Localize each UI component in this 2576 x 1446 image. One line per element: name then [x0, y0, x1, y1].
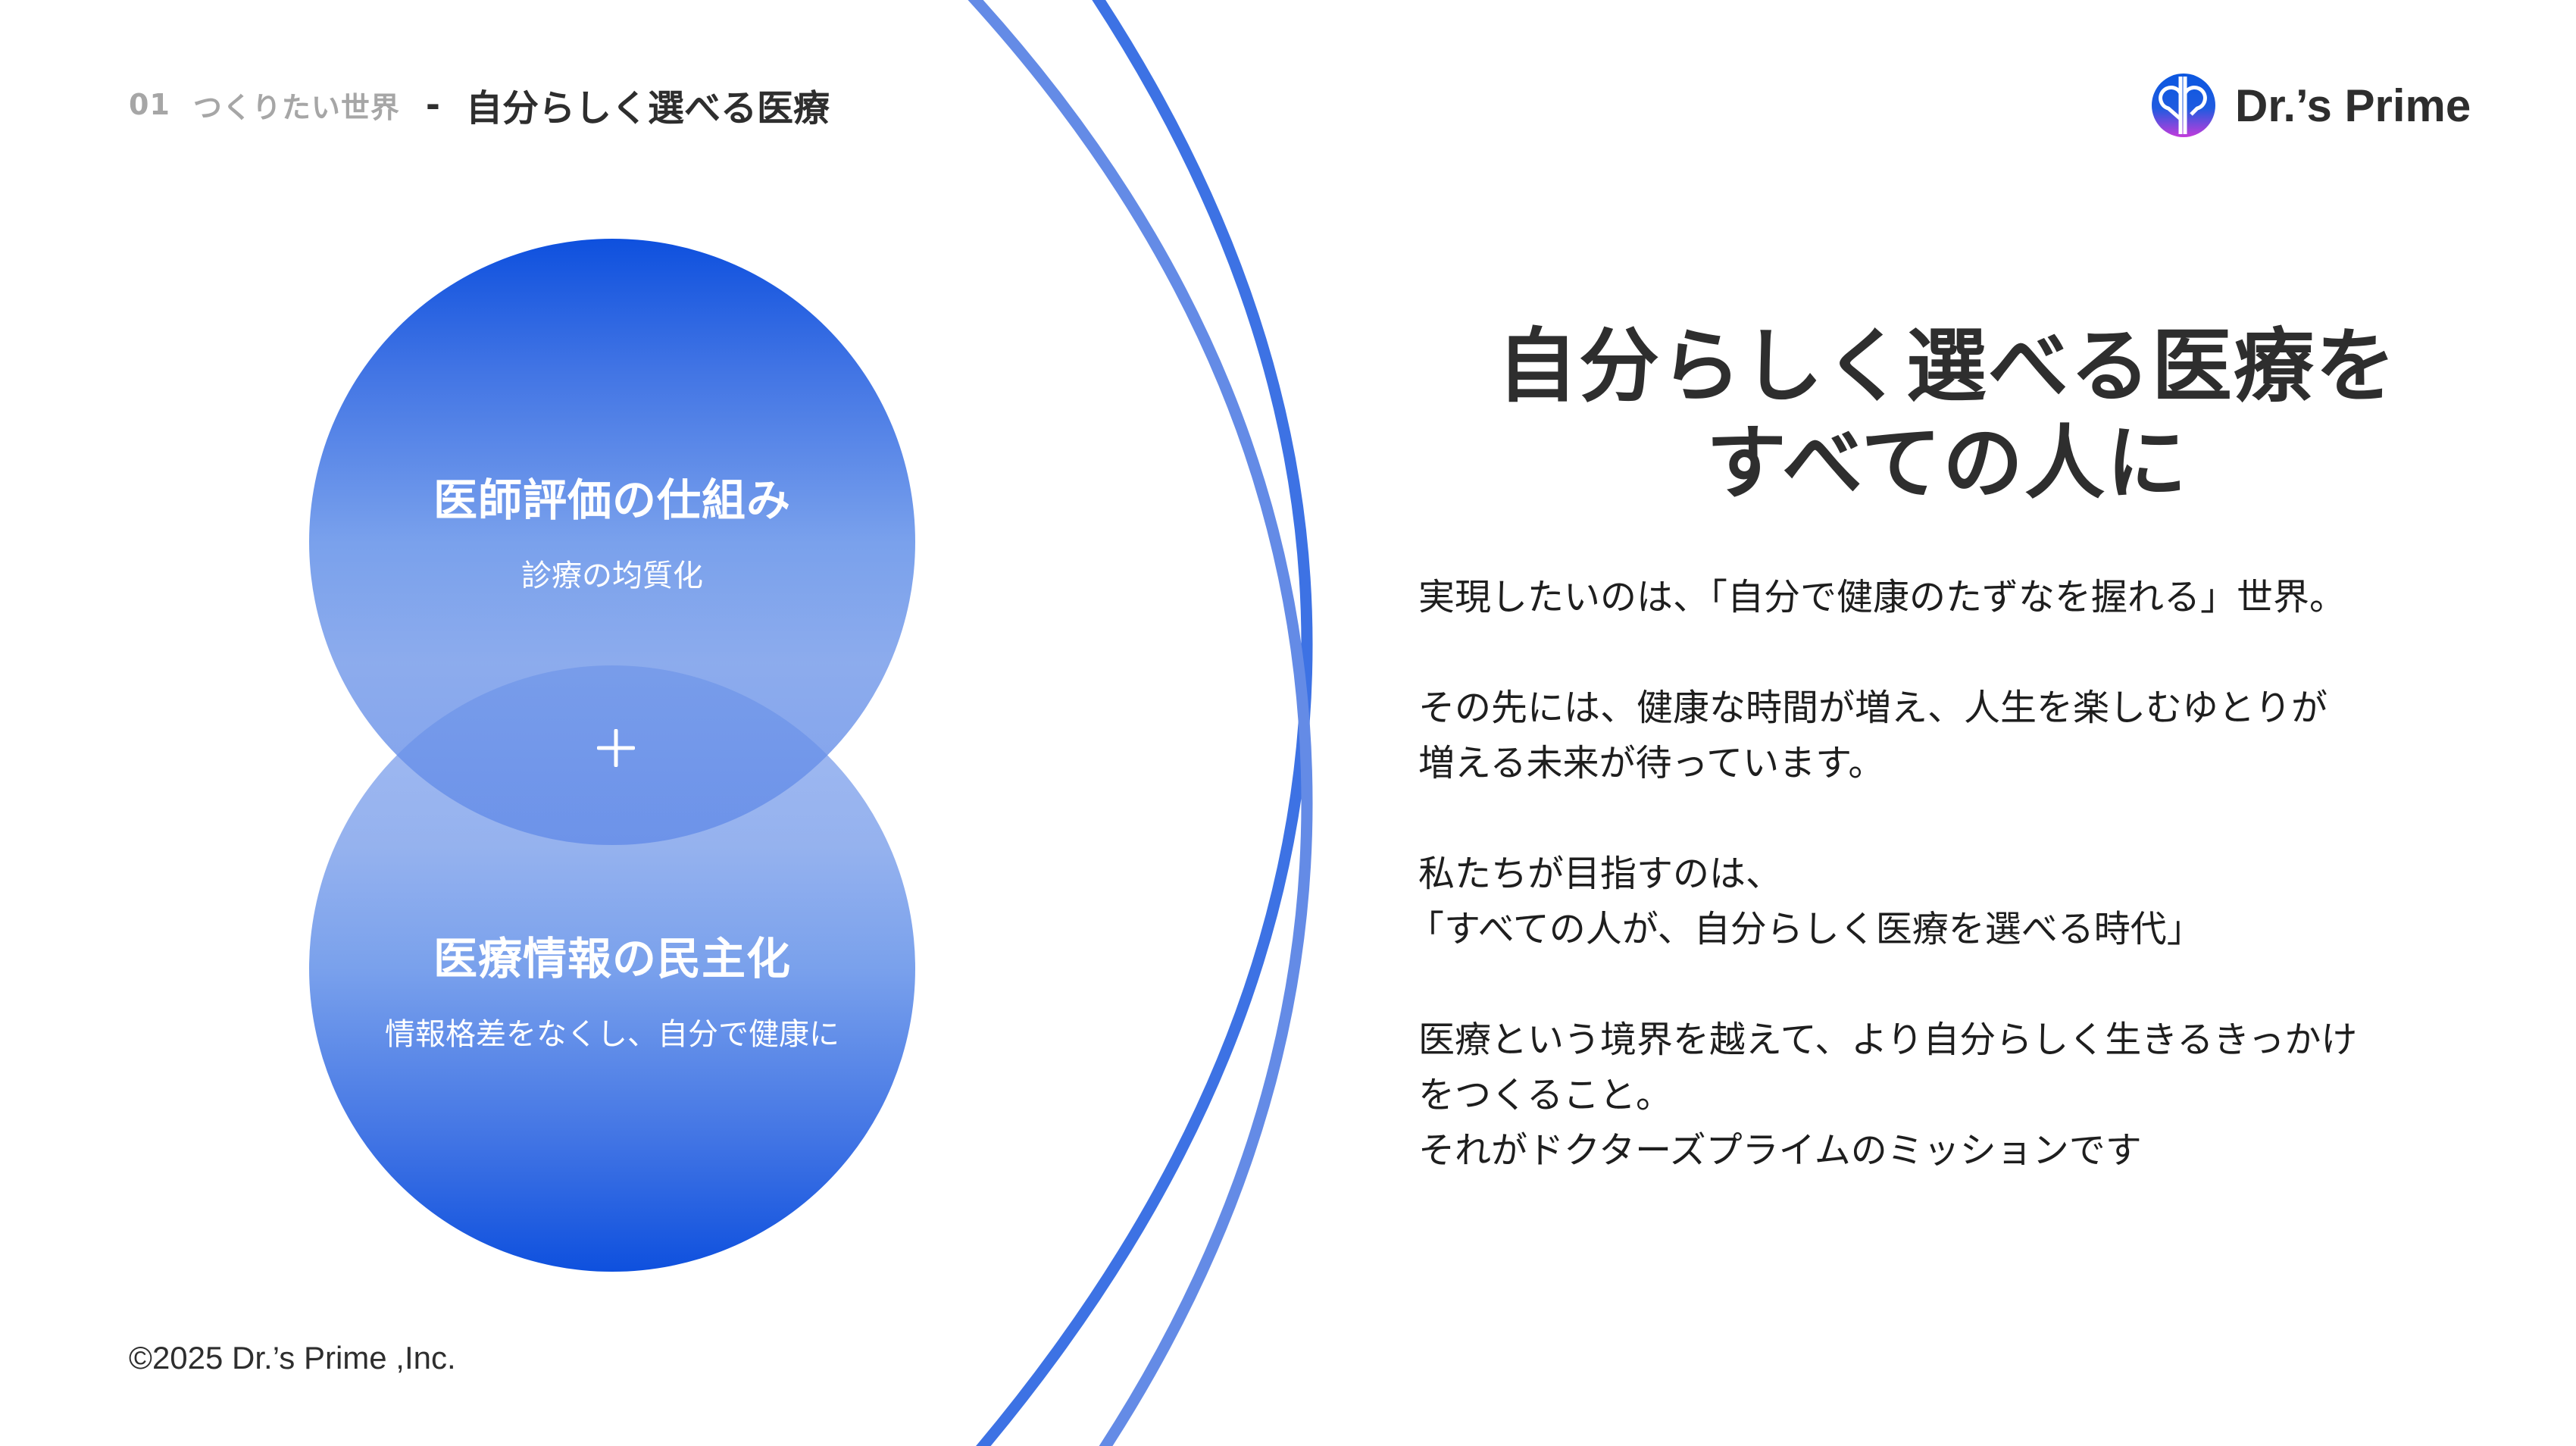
mission-headline: 自分らしく選べる医療を すべての人に — [1424, 318, 2470, 512]
paragraph: 実現したいのは、「自分で健康のたずなを握れる」世界。 — [1418, 570, 2494, 625]
circle-title: 医師評価の仕組み — [433, 474, 791, 526]
circle-subtitle: 情報格差をなくし、自分で健康に — [385, 1017, 839, 1052]
circle-subtitle: 診療の均質化 — [521, 559, 703, 593]
page-title: 自分らしく選べる医療 — [466, 87, 830, 130]
paragraph-line: それがドクターズプライムのミッションです — [1418, 1129, 2142, 1172]
brand-name: Dr.’s Prime — [2235, 80, 2471, 131]
paragraph-line: をつくること。 — [1418, 1074, 1673, 1116]
brand-logo: Dr.’s Prime — [2152, 73, 2471, 138]
breadcrumb: 01 つくりたい世界 - 自分らしく選べる医療 — [129, 82, 830, 130]
circle-title: 医療情報の民主化 — [433, 933, 791, 984]
section-number: 01 — [129, 88, 170, 121]
light-arc — [968, 0, 1313, 1446]
paragraph: その先には、健康な時間が増え、人生を楽しむゆとりが 増える未来が待っています。 — [1418, 681, 2494, 791]
drs-prime-logo-icon — [2152, 74, 2215, 137]
plus-icon — [597, 729, 635, 767]
venn-circle-doctor-rating: 医師評価の仕組み 診療の均質化 — [309, 239, 915, 845]
headline-line-2: すべての人に — [1705, 417, 2189, 510]
paragraph-line: 医療という境界を越えて、より自分らしく生きるきっかけ — [1418, 1019, 2358, 1061]
paragraph-line: 私たちが目指すのは、 — [1418, 853, 1783, 895]
dark-arc — [976, 0, 1313, 1446]
mission-body: 実現したいのは、「自分で健康のたずなを握れる」世界。 その先には、健康な時間が増… — [1408, 570, 2494, 1234]
section-label: つくりたい世界 — [192, 90, 400, 124]
paragraph-line: 実現したいのは、「自分で健康のたずなを握れる」世界。 — [1418, 576, 2346, 618]
paragraph: 医療という境界を越えて、より自分らしく生きるきっかけ をつくること。 それがドク… — [1418, 1013, 2494, 1178]
copyright: ©2025 Dr.’s Prime ,Inc. — [129, 1340, 456, 1376]
breadcrumb-separator: - — [425, 84, 440, 125]
paragraph: 私たちが目指すのは、 「すべての人が、自分らしく医療を選べる時代」 — [1408, 847, 2494, 957]
paragraph-line: 「すべての人が、自分らしく医療を選べる時代」 — [1408, 908, 2203, 950]
paragraph-line: その先には、健康な時間が増え、人生を楽しむゆとりが — [1418, 687, 2328, 729]
headline-line-1: 自分らしく選べる医療を — [1497, 320, 2397, 413]
paragraph-line: 増える未来が待っています。 — [1418, 742, 1885, 784]
